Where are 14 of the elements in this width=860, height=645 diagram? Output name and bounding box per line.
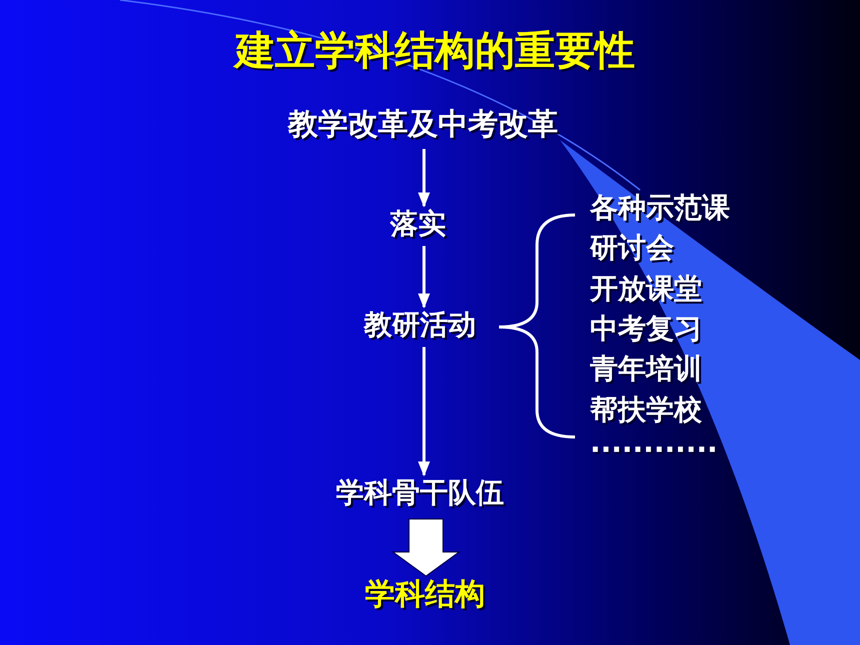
ellipsis-dots: ············ xyxy=(590,434,718,466)
list-item: 各种示范课 xyxy=(590,192,730,224)
arrow xyxy=(418,347,430,476)
node-text: 教研活动 xyxy=(364,309,476,342)
node-text: 学科骨干队伍 xyxy=(336,477,504,510)
node-text: 教学改革及中考改革 xyxy=(288,108,558,142)
arrow xyxy=(418,246,430,308)
node-text: 落实 xyxy=(390,208,446,240)
node-text: 学科结构 xyxy=(365,578,485,612)
slide-title: 建立学科结构的重要性 xyxy=(235,28,635,74)
list-item: 中考复习 xyxy=(590,312,702,346)
block-arrow xyxy=(391,518,461,577)
arrow xyxy=(418,149,430,208)
list-item: 帮扶学校 xyxy=(590,394,702,426)
